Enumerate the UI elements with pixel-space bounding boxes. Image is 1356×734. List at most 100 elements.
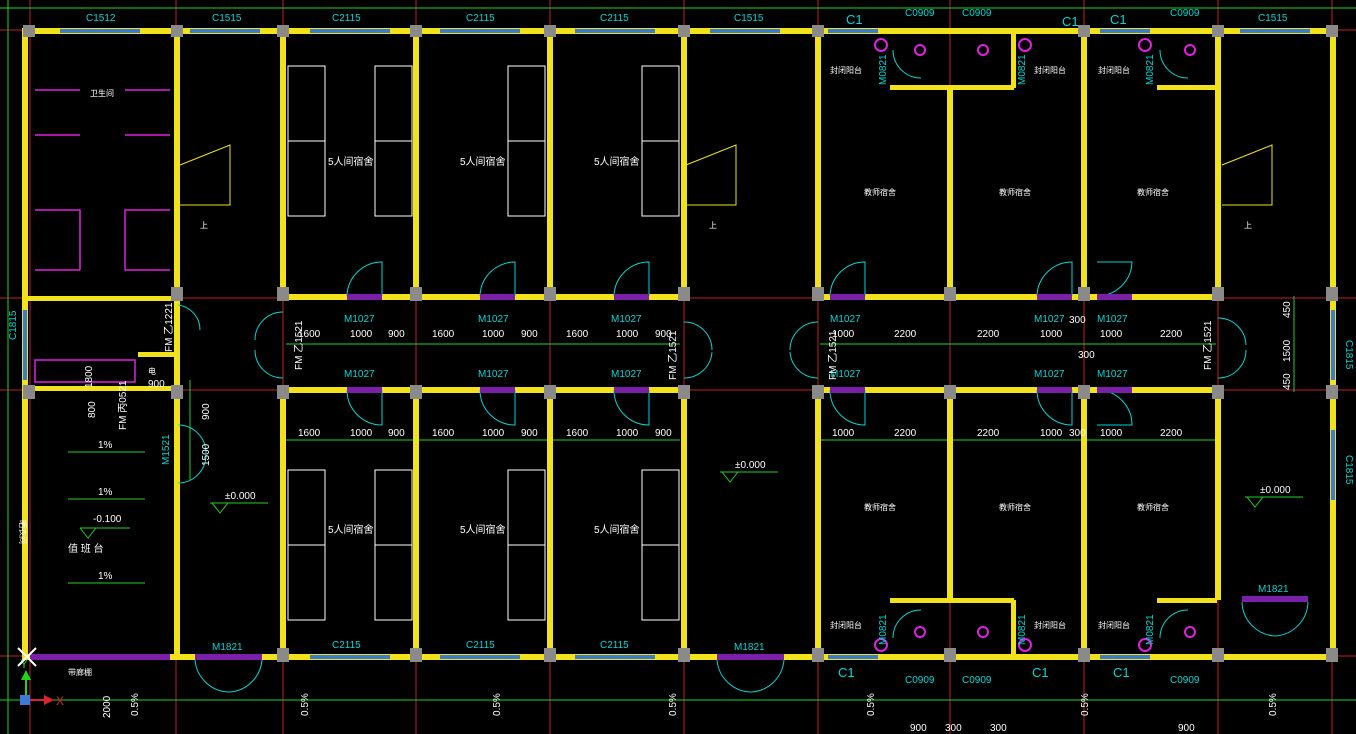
dim-label: 1600 xyxy=(298,329,321,340)
dim-label: 1000 xyxy=(616,329,639,340)
window-label: C2115 xyxy=(332,640,361,651)
restroom-partitions xyxy=(34,89,170,383)
door-label: M1027 xyxy=(344,369,375,380)
dim-label: 2200 xyxy=(977,329,1000,340)
window-label: C1515 xyxy=(734,13,764,24)
window-label: C1 xyxy=(846,12,863,27)
ucs-x-label: X xyxy=(56,694,64,708)
window-label: C1815 xyxy=(1343,455,1354,485)
window-label: C2115 xyxy=(466,13,495,24)
window-label: C2115 xyxy=(600,640,629,651)
room-label-dorm: 5人间宿舍 xyxy=(460,523,506,536)
dim-label: 450 xyxy=(1282,373,1293,390)
door-label: FM 乙1521 xyxy=(293,320,305,370)
door-label: M1027 xyxy=(611,314,642,325)
door-label: M1521 xyxy=(161,434,172,465)
room-label-corridor: 带廊棚 xyxy=(68,667,92,677)
room-label-elec: 电 xyxy=(148,366,156,376)
dim-label: 1000 xyxy=(832,428,855,439)
dim-label: 300 xyxy=(1069,315,1086,326)
window-label: C1815 xyxy=(8,310,19,340)
dim-label: 900 xyxy=(521,329,538,340)
dim-label: 2200 xyxy=(1160,428,1183,439)
door-label: M1027 xyxy=(478,369,509,380)
room-label-balcony: 封闭阳台 xyxy=(1034,620,1066,630)
room-label-duty: 值 班 台 xyxy=(68,542,104,555)
dim-label: 900 xyxy=(521,428,538,439)
door-label: FM 乙1221 xyxy=(163,302,175,352)
door-label: M1027 xyxy=(1034,314,1065,325)
ucs-y-label: Y xyxy=(20,657,28,671)
window-label: C1 xyxy=(1110,12,1127,27)
room-label-dorm: 5人间宿舍 xyxy=(594,155,640,168)
door-label: M0821 xyxy=(878,54,889,85)
dim-label: 2200 xyxy=(977,428,1000,439)
dimension-labels: 1600 1000 900 1600 1000 900 1600 1000 90… xyxy=(84,301,1293,734)
slope-label: 0.5% xyxy=(1080,693,1091,716)
dim-label: 1000 xyxy=(616,428,639,439)
dim-label: 900 xyxy=(388,428,405,439)
room-label-teacher: 教师宿舍 xyxy=(1137,187,1169,197)
room-label-teacher: 教师宿舍 xyxy=(1137,502,1169,512)
level-label: ±0.000 xyxy=(1260,485,1291,496)
dim-label: 900 xyxy=(910,723,927,734)
window-label: C2115 xyxy=(332,13,361,24)
bottom-window-labels: C2115 C2115 C2115 C1 C0909 C0909 C1 C1 C… xyxy=(8,310,1354,686)
door-label: M1821 xyxy=(734,642,765,653)
window-label: C1515 xyxy=(1258,13,1288,24)
dim-label: 800 xyxy=(87,401,98,418)
dim-label: 1000 xyxy=(350,329,373,340)
dim-label: 300 xyxy=(945,723,962,734)
dim-label: 1600 xyxy=(432,329,455,340)
door-swings xyxy=(177,49,1309,693)
window-label: C1 xyxy=(838,665,855,680)
door-label: M1027 xyxy=(611,369,642,380)
dim-label: 900 xyxy=(388,329,405,340)
balcony-fixtures xyxy=(874,38,1196,652)
room-label-teacher: 教师宿舍 xyxy=(864,502,896,512)
slope-label: 0.5% xyxy=(1268,693,1279,716)
dim-label: 1600 xyxy=(566,428,589,439)
door-label: M1027 xyxy=(344,314,375,325)
door-label: M1821 xyxy=(212,642,243,653)
window-label: C1515 xyxy=(212,13,242,24)
slope-label: 1% xyxy=(98,440,113,451)
level-marks xyxy=(68,451,1303,584)
door-label: FM 乙1521 xyxy=(827,330,839,380)
room-label-balcony: 封闭阳台 xyxy=(1034,65,1066,75)
dim-label: 300 xyxy=(1069,428,1086,439)
dim-label: 1000 xyxy=(1100,428,1123,439)
dim-label: 1600 xyxy=(432,428,455,439)
door-label: FM 乙1521 xyxy=(1202,320,1214,370)
window-label: C0909 xyxy=(905,675,935,686)
door-label: M1821 xyxy=(1258,584,1289,595)
room-label-balcony: 封闭阳台 xyxy=(830,620,862,630)
ucs-icon: X Y xyxy=(17,647,64,708)
window-label: C1512 xyxy=(86,13,116,24)
room-label-dorm: 5人间宿舍 xyxy=(328,155,374,168)
top-window-labels: C1512 C1515 C2115 C2115 C2115 C1515 C1 C… xyxy=(86,8,1288,29)
dim-label: 1800 xyxy=(84,365,95,388)
slope-label: 0.5% xyxy=(130,693,141,716)
stair-symbols xyxy=(179,144,1273,206)
room-label-dorm: 5人间宿舍 xyxy=(460,155,506,168)
door-label: FM 丙0521 xyxy=(118,380,129,430)
dim-label: 900 xyxy=(655,329,672,340)
dim-label: 2200 xyxy=(894,329,917,340)
window-label: C0909 xyxy=(1170,8,1200,19)
room-label-balcony: 封闭阳台 xyxy=(1098,65,1130,75)
door-label: M0821 xyxy=(1145,614,1156,645)
door-labels: M1027 M1027 M1027 M1027 M1027 M1027 M102… xyxy=(118,54,1289,653)
level-label: ±0.000 xyxy=(735,460,766,471)
door-label: FM 乙1521 xyxy=(667,330,679,380)
slope-label: 0.5% xyxy=(492,693,503,716)
room-label-balcony: 封闭阳台 xyxy=(830,65,862,75)
bunk-beds xyxy=(287,65,680,621)
window-label: C0909 xyxy=(962,675,992,686)
slope-label: 0.5% xyxy=(866,693,877,716)
dim-label: 1000 xyxy=(1040,428,1063,439)
stair-label: 上 xyxy=(1244,221,1252,230)
dim-label: 900 xyxy=(201,403,212,420)
